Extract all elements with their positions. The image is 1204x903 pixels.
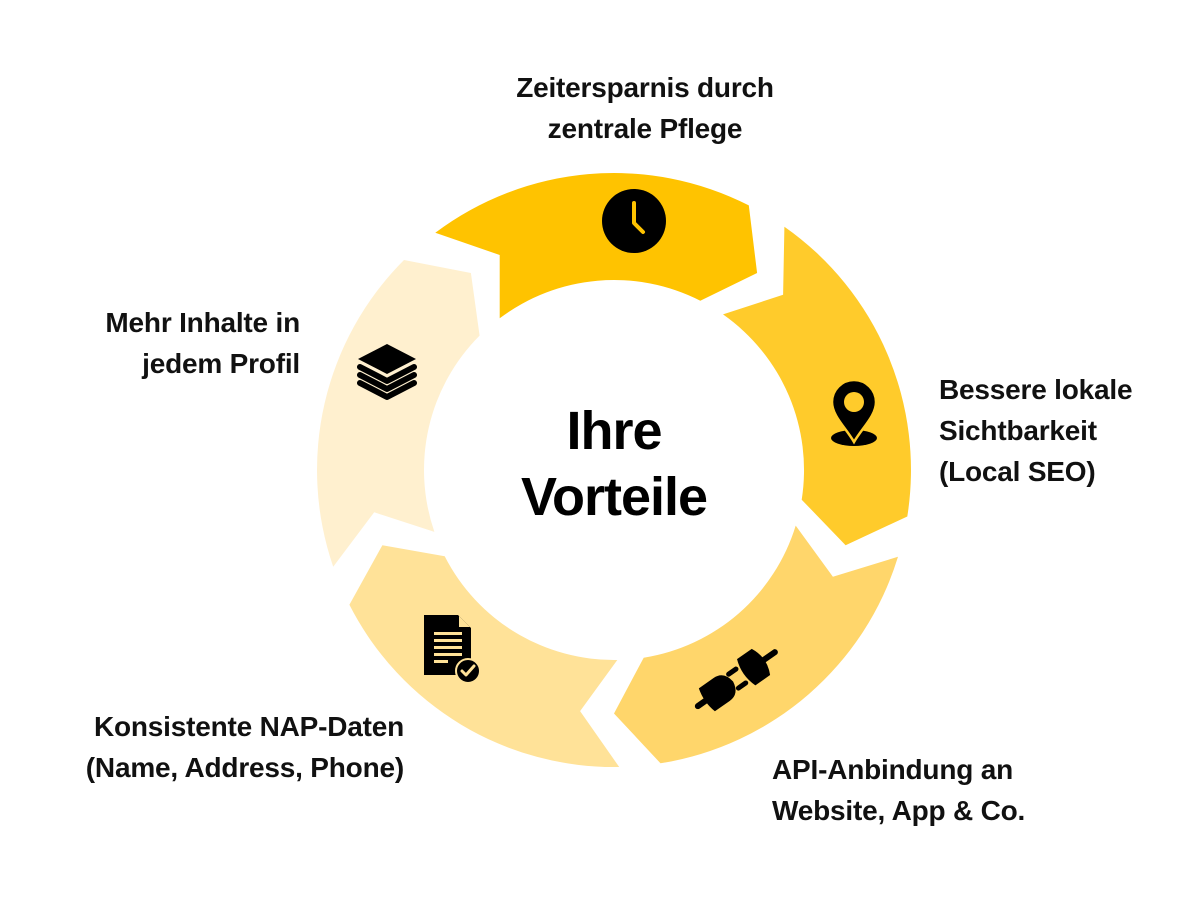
center-title-line1: Ihre	[566, 401, 662, 461]
label-api: API-Anbindung an Website, App & Co.	[772, 754, 1026, 826]
segment-zeitersparnis	[435, 173, 758, 319]
segment-api	[614, 525, 898, 764]
clock-icon	[602, 189, 666, 253]
plug-connection-icon	[694, 648, 778, 712]
label-zeitersparnis: Zeitersparnis durch zentrale Pflege	[516, 72, 774, 144]
label-local-seo: Bessere lokale Sichtbarkeit (Local SEO)	[939, 374, 1133, 487]
segment-inhalte	[317, 260, 480, 567]
document-check-icon	[424, 615, 481, 684]
segment-nap	[349, 545, 620, 768]
segment-local-seo	[723, 226, 911, 546]
layers-icon	[357, 344, 417, 400]
center-title-line2: Vorteile	[520, 467, 708, 527]
center-title: Ihre Vorteile	[464, 398, 764, 530]
map-pin-icon	[830, 378, 878, 446]
label-inhalte: Mehr Inhalte in jedem Profil	[105, 307, 300, 379]
label-nap: Konsistente NAP-Daten (Name, Address, Ph…	[85, 711, 404, 783]
